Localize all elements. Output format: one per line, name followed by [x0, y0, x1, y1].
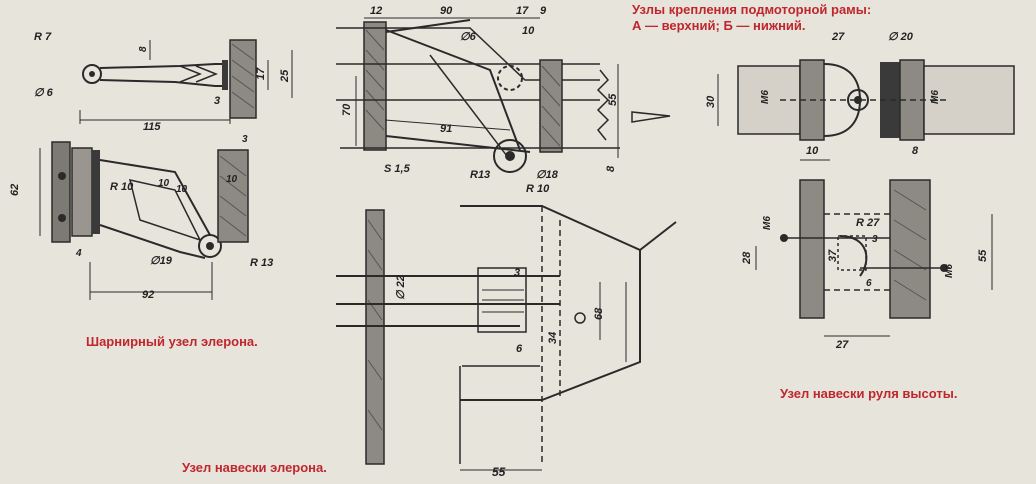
dim-c-r10: R 10	[526, 183, 550, 195]
dim-c17: 17	[516, 5, 529, 17]
dim-34: 34	[547, 332, 559, 344]
dim-f-m6: M6	[762, 216, 773, 230]
dim-r13: R 13	[250, 257, 273, 269]
dim-92: 92	[142, 289, 154, 301]
dim-25: 25	[279, 69, 291, 83]
dim-c8: 8	[605, 165, 617, 172]
dim-c10: 10	[522, 25, 535, 37]
dim-r27: R 27	[856, 217, 880, 229]
dim-9: 9	[540, 5, 547, 17]
dim-3: 3	[214, 95, 220, 107]
dim-f55: 55	[977, 249, 989, 262]
dim-70: 70	[341, 103, 353, 116]
dim-c-phi6: ∅6	[460, 31, 477, 43]
aileron-mount-drawing	[336, 205, 677, 471]
dim-c55: 55	[607, 93, 619, 106]
elevator-mount-drawing	[755, 179, 993, 337]
dim-d6: 6	[516, 343, 523, 355]
dim-phi6: ∅ 6	[34, 87, 54, 99]
dim-e30: 30	[705, 95, 717, 108]
dim-c-r13: R13	[470, 169, 490, 181]
dim-phi19: ∅19	[150, 255, 173, 267]
dim-17: 17	[255, 67, 267, 80]
dim-91: 91	[440, 123, 452, 135]
dim-28: 28	[741, 251, 753, 265]
engine-frame-mount-a	[717, 59, 1015, 161]
dim-115: 115	[143, 121, 161, 133]
dim-phi22: ∅ 22	[395, 275, 407, 300]
dim-f-m6-b: M6	[944, 264, 955, 278]
dim-s15: S 1,5	[384, 163, 411, 175]
caption-frame-title: Узлы крепления подмоторной рамы:	[632, 2, 872, 17]
dim-68: 68	[593, 307, 605, 320]
dim-10-b: 10	[176, 184, 188, 195]
dim-4: 4	[75, 248, 82, 259]
dim-12: 12	[370, 5, 382, 17]
dim-r7: R 7	[34, 31, 52, 43]
aileron-hinge-top-view	[79, 39, 293, 124]
dim-r10: R 10	[110, 181, 134, 193]
dimension-labels: R 7 ∅ 6 8 17 25 3 115 62 R 10 10 10 10 3…	[9, 5, 989, 479]
dim-f3: 3	[872, 234, 878, 245]
dim-e8: 8	[912, 145, 919, 157]
dim-90: 90	[440, 5, 453, 17]
dim-e27: 27	[831, 31, 845, 43]
dim-b3: 3	[242, 134, 248, 145]
dim-10-c: 10	[226, 174, 238, 185]
caption-elevator-mount: Узел навески руля высоты.	[780, 386, 958, 401]
dim-f6: 6	[866, 278, 872, 289]
dim-f27: 27	[835, 339, 849, 351]
dim-d3: 3	[514, 267, 520, 279]
dim-8: 8	[138, 46, 149, 52]
dim-phi20: ∅ 20	[888, 31, 914, 43]
dim-d55: 55	[492, 465, 506, 479]
dim-phi18: ∅18	[536, 169, 559, 181]
caption-frame-sub: А — верхний; Б — нижний.	[632, 18, 806, 33]
dim-10-a: 10	[158, 178, 170, 189]
dim-37: 37	[827, 249, 839, 262]
dim-e10: 10	[806, 145, 819, 157]
hinge-assembly-top-center	[336, 17, 671, 173]
dim-m6-b: M6	[930, 90, 941, 104]
dim-m6-a: M6	[760, 90, 771, 104]
caption-aileron-hinge: Шарнирный узел элерона.	[86, 334, 258, 349]
dim-62: 62	[9, 184, 21, 196]
aileron-hinge-side-view	[39, 141, 249, 300]
caption-aileron-mount: Узел навески элерона.	[182, 460, 327, 475]
